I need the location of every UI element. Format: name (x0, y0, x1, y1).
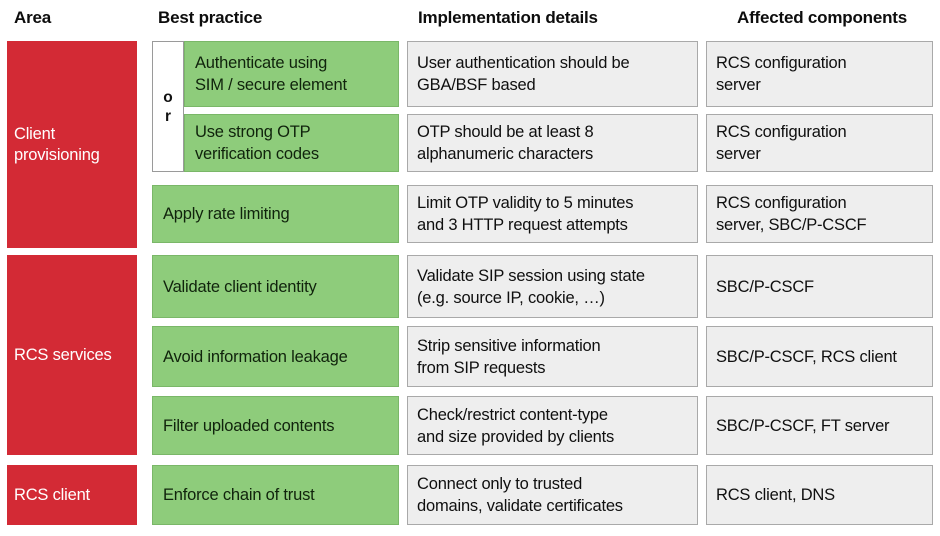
column-header-affected-components: Affected components (737, 8, 907, 27)
best-practice-text-2: Use strong OTP verification codes (195, 123, 319, 163)
or-connector-line-2: r (164, 107, 172, 125)
implementation-details-text-1: User authentication should be GBA/BSF ba… (417, 54, 630, 94)
implementation-details-text-7: Connect only to trusted domains, validat… (417, 475, 623, 515)
affected-components-text-4: SBC/P-CSCF (716, 277, 814, 296)
best-practice-text-3: Apply rate limiting (163, 205, 290, 223)
area-label-rcs-client: RCS client (14, 485, 90, 504)
best-practice-cell-2: Use strong OTP verification codes (184, 114, 399, 172)
or-connector-line-1: o (163, 88, 173, 106)
affected-components-cell-3: RCS configuration server, SBC/P-CSCF (706, 185, 933, 243)
best-practice-cell-6: Filter uploaded contents (152, 396, 399, 455)
area-cell-client-provisioning: Client provisioning (7, 41, 137, 248)
implementation-details-cell-7: Connect only to trusted domains, validat… (407, 465, 698, 525)
area-cell-rcs-services: RCS services (7, 255, 137, 455)
implementation-details-cell-5: Strip sensitive information from SIP req… (407, 326, 698, 387)
area-label-client-provisioning: Client provisioning (14, 124, 100, 164)
implementation-details-cell-4: Validate SIP session using state (e.g. s… (407, 255, 698, 318)
affected-components-text-6: SBC/P-CSCF, FT server (716, 416, 890, 435)
column-header-area: Area (14, 8, 52, 27)
column-header-implementation-details: Implementation details (418, 8, 598, 27)
best-practice-text-5: Avoid information leakage (163, 347, 348, 366)
best-practice-cell-7: Enforce chain of trust (152, 465, 399, 525)
affected-components-cell-1: RCS configuration server (706, 41, 933, 107)
or-connector-box: o r (152, 41, 184, 172)
implementation-details-text-2: OTP should be at least 8 alphanumeric ch… (417, 123, 594, 163)
best-practice-text-7: Enforce chain of trust (163, 486, 315, 504)
best-practice-cell-1: Authenticate using SIM / secure element (184, 41, 399, 107)
implementation-details-cell-2: OTP should be at least 8 alphanumeric ch… (407, 114, 698, 172)
affected-components-text-3: RCS configuration server, SBC/P-CSCF (716, 194, 867, 234)
best-practice-cell-3: Apply rate limiting (152, 185, 399, 243)
affected-components-cell-2: RCS configuration server (706, 114, 933, 172)
best-practice-text-4: Validate client identity (163, 277, 317, 296)
affected-components-cell-6: SBC/P-CSCF, FT server (706, 396, 933, 455)
implementation-details-text-6: Check/restrict content-type and size pro… (417, 405, 615, 446)
implementation-details-cell-1: User authentication should be GBA/BSF ba… (407, 41, 698, 107)
implementation-details-text-5: Strip sensitive information from SIP req… (417, 336, 601, 377)
best-practice-cell-5: Avoid information leakage (152, 326, 399, 387)
affected-components-text-5: SBC/P-CSCF, RCS client (716, 347, 897, 366)
area-cell-rcs-client: RCS client (7, 465, 137, 525)
affected-components-cell-7: RCS client, DNS (706, 465, 933, 525)
affected-components-cell-4: SBC/P-CSCF (706, 255, 933, 318)
implementation-details-cell-3: Limit OTP validity to 5 minutes and 3 HT… (407, 185, 698, 243)
affected-components-text-1: RCS configuration server (716, 54, 847, 94)
area-label-rcs-services: RCS services (14, 345, 112, 364)
implementation-details-cell-6: Check/restrict content-type and size pro… (407, 396, 698, 455)
implementation-details-text-3: Limit OTP validity to 5 minutes and 3 HT… (417, 194, 634, 234)
affected-components-text-2: RCS configuration server (716, 123, 847, 163)
column-header-best-practice: Best practice (158, 8, 263, 27)
best-practice-cell-4: Validate client identity (152, 255, 399, 318)
best-practice-text-1: Authenticate using SIM / secure element (195, 54, 347, 94)
best-practice-text-6: Filter uploaded contents (163, 416, 335, 435)
affected-components-text-7: RCS client, DNS (716, 486, 835, 504)
affected-components-cell-5: SBC/P-CSCF, RCS client (706, 326, 933, 387)
implementation-details-text-4: Validate SIP session using state (e.g. s… (417, 266, 645, 307)
